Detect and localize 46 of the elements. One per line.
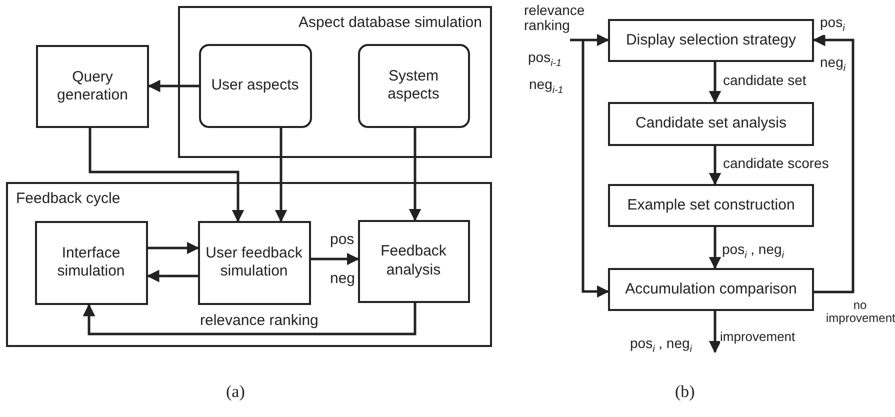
arrow: [146, 270, 198, 282]
box-label: Candidate set analysis: [634, 114, 788, 134]
box-label: Example set construction: [626, 196, 796, 215]
rounded-box: [198, 44, 312, 128]
caption: (a): [226, 383, 245, 402]
group-frame: [178, 6, 492, 158]
box-label: Accumulation comparison: [624, 280, 798, 299]
edge-label: relevance ranking: [200, 313, 318, 330]
box-label: Interface simulation: [56, 244, 126, 282]
arrow: [148, 242, 200, 254]
box-label: System aspects: [386, 66, 440, 104]
process-box: [608, 102, 814, 146]
process-box: [608, 184, 814, 227]
arrow: [708, 311, 722, 354]
arrow: [408, 128, 422, 222]
arrow: [311, 252, 360, 266]
arrow: [148, 80, 199, 92]
arrow: [708, 227, 722, 270]
rounded-box: [358, 44, 470, 128]
group-title: Aspect database simulation: [298, 14, 482, 31]
arrow: [582, 40, 610, 298]
arrow: [812, 34, 854, 294]
input-label: relevance ranking: [524, 3, 586, 34]
edge-label: improvement: [720, 330, 796, 344]
process-box: [198, 220, 310, 304]
arrow: [274, 128, 288, 222]
process-box: [36, 45, 149, 128]
box-label: User feedback simulation: [204, 244, 304, 282]
group-title: Feedback cycle: [16, 190, 120, 207]
arrow: [82, 303, 416, 336]
box-label: User aspects: [210, 76, 300, 95]
edge-label: candidate scores: [723, 156, 829, 172]
box-label: Display selection strategy: [624, 31, 798, 50]
arrow: [88, 128, 244, 222]
box-label: Query generation: [56, 68, 129, 106]
process-box: [34, 220, 148, 304]
process-box: [608, 19, 814, 62]
arrow: [570, 34, 610, 46]
arrow: [708, 62, 722, 104]
box-label: Feedback analysis: [380, 242, 448, 280]
arrow: [708, 146, 722, 186]
edge-label: candidate set: [723, 73, 806, 88]
process-box: [358, 220, 470, 302]
caption: (b): [675, 383, 695, 402]
process-box: [608, 268, 814, 311]
group-frame: [6, 182, 492, 347]
